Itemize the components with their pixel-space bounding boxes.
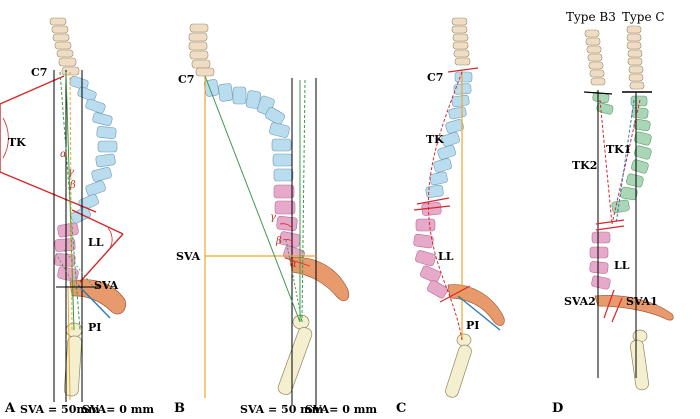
panel-d-b3-lumbar-vertebrae [589, 231, 611, 290]
panel-d-pelvis [594, 295, 674, 321]
panel-b-greek-gamma: γ [270, 212, 276, 223]
panel-c-thoracic-vertebrae [425, 71, 473, 198]
panel-b-greek-alpha: α [290, 259, 297, 270]
panel-c-reference-lines [413, 67, 501, 341]
panel-d-sva1-label: SVA1 [626, 295, 658, 308]
panel-a-c7-label: C7 [31, 66, 48, 79]
panel-d-c-thoracic-vertebrae [611, 95, 652, 214]
panel-c-pi-label: PI [466, 319, 480, 332]
panel-c [413, 17, 505, 398]
panel-d-ll-label: LL [614, 259, 630, 272]
panel-d-reference-lines [583, 90, 652, 378]
panel-d-type-c-label: Type C [622, 10, 665, 24]
panel-a-pelvis [69, 279, 126, 315]
panel-a-letter: A [5, 401, 16, 416]
panel-b-sva-note-2: SVA= 0 mm [305, 403, 377, 416]
panel-b-lumbar-vertebrae [273, 184, 305, 263]
panel-a-greek-gamma: γ [68, 167, 74, 178]
panel-a-sva-note-1: SVA = 50mm [20, 403, 100, 416]
panel-b-greek-beta: β [276, 236, 282, 247]
panel-a-greek-alpha: α [60, 149, 67, 160]
panel-a-femur [63, 322, 83, 397]
panel-d-tk2-label: TK2 [572, 159, 598, 172]
panel-b-c7-label: C7 [178, 73, 195, 86]
panel-a [0, 17, 126, 402]
panel-d-type-b3-label: Type B3 [566, 10, 616, 24]
panel-a-tk-label: TK [8, 136, 26, 149]
panel-c-femur [445, 333, 472, 398]
panel-d-sva2-label: SVA2 [564, 295, 596, 308]
panel-b-letter: B [174, 401, 185, 416]
panel-a-tk-angle [0, 75, 97, 213]
panel-b-sva-label: SVA [176, 250, 201, 263]
panel-b-femur [277, 314, 313, 395]
panel-a-cervical-vertebrae [49, 17, 80, 76]
panel-d [583, 25, 674, 391]
panel-a-pi-label: PI [88, 321, 102, 334]
panel-a-thoracic-vertebrae [69, 75, 118, 224]
panel-d-c-cervical-vertebrae [626, 25, 645, 90]
panel-d-b3-thoracic-vertebrae [592, 91, 614, 115]
panel-d-b3-cervical-vertebrae [584, 29, 606, 86]
panel-d-tk1-label: TK1 [606, 143, 632, 156]
panel-a-ll-label: LL [88, 236, 104, 249]
panel-d-femur [630, 329, 649, 391]
panel-b-cervical-vertebrae [188, 23, 215, 77]
panel-c-cervical-vertebrae [451, 17, 471, 66]
panel-a-plumb-lines [53, 70, 83, 402]
panel-b-thoracic-vertebrae [203, 79, 294, 182]
panel-b-sva-lines [204, 76, 316, 398]
panel-b-pelvis [289, 257, 350, 302]
panel-c-ll-label: LL [438, 250, 454, 263]
panel-c-tk-label: TK [426, 133, 444, 146]
panel-a-lumbar-vertebrae [54, 222, 79, 282]
panel-d-letter: D [552, 401, 564, 416]
panel-b-angle-marks [279, 223, 311, 267]
panel-c-letter: C [396, 401, 407, 416]
panel-c-c7-label: C7 [427, 71, 444, 84]
panel-b-sva-note-1: SVA = 50 mm [240, 403, 324, 416]
panel-b-reference-lines [204, 75, 306, 323]
panel-a-reference-lines [53, 71, 111, 401]
panel-a-ll-angle [71, 209, 124, 283]
panel-b [188, 23, 350, 405]
panel-a-sva-label: SVA [94, 279, 119, 292]
panel-a-sva-note-2: SVA= 0 mm [82, 403, 154, 416]
panel-a-greek-beta: β [70, 180, 76, 191]
